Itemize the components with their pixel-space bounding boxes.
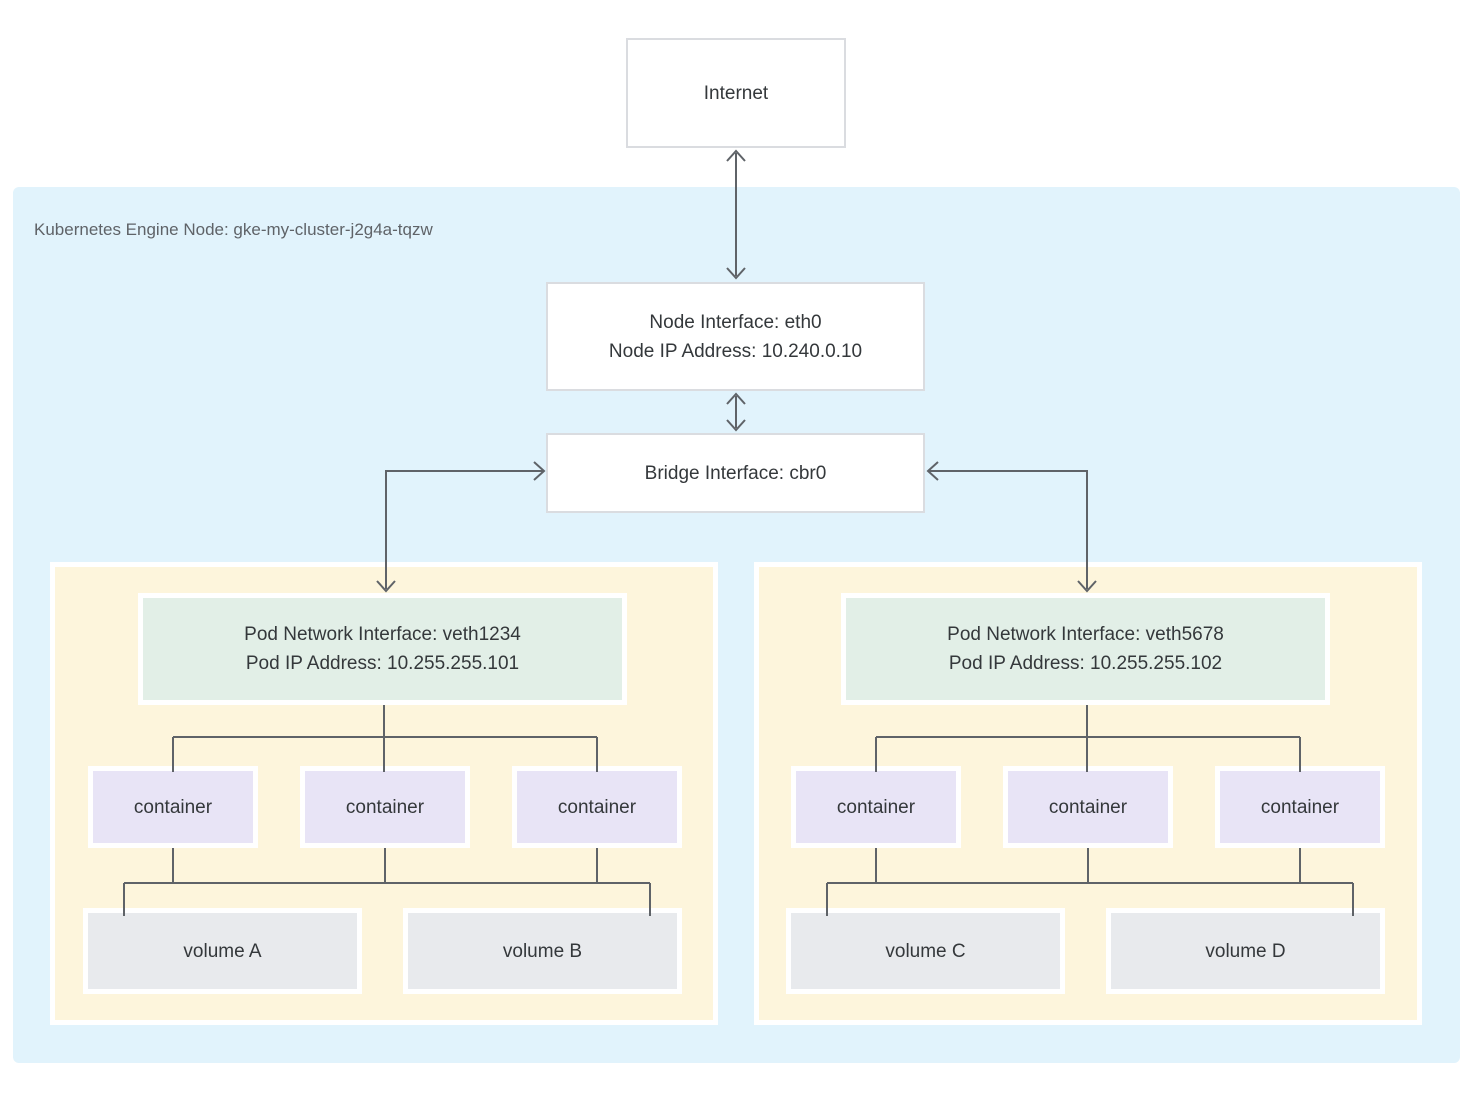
arrowhead-up-icon bbox=[726, 149, 746, 162]
pod-1-container-3-label: container bbox=[557, 796, 637, 818]
pod-1-interface-line1: Pod Network Interface: veth1234 bbox=[244, 624, 521, 645]
pod-1-container-1-box: container bbox=[88, 766, 258, 848]
pod-1-volume-a-label: volume A bbox=[183, 940, 262, 962]
pod-2-container-3-label: container bbox=[1260, 796, 1340, 818]
bridge-interface-box: Bridge Interface: cbr0 bbox=[546, 433, 925, 513]
pod-1-interface-box: Pod Network Interface: veth1234 Pod IP A… bbox=[138, 593, 627, 705]
pod-1-container-3-box: container bbox=[512, 766, 682, 848]
pod-2-container-1-label: container bbox=[836, 796, 916, 818]
pod-1-volume-a-box: volume A bbox=[83, 908, 362, 994]
node-interface-box: Node Interface: eth0 Node IP Address: 10… bbox=[546, 282, 925, 391]
pod-2-container-2-label: container bbox=[1048, 796, 1128, 818]
pod-2-volume-c-label: volume C bbox=[885, 940, 966, 962]
internet-box: Internet bbox=[626, 38, 846, 148]
pod-2-interface-box: Pod Network Interface: veth5678 Pod IP A… bbox=[841, 593, 1330, 705]
node-interface-line1: Node Interface: eth0 bbox=[649, 311, 822, 333]
kubernetes-node-label: Kubernetes Engine Node: gke-my-cluster-j… bbox=[34, 220, 433, 239]
pod-1-container-2-label: container bbox=[345, 796, 425, 818]
pod-2-volume-d-label: volume D bbox=[1205, 940, 1286, 962]
node-interface-line2: Node IP Address: 10.240.0.10 bbox=[608, 340, 863, 362]
pod-1-volume-b-box: volume B bbox=[403, 908, 682, 994]
pod-1-container-2-box: container bbox=[300, 766, 470, 848]
pod-2-volume-d-box: volume D bbox=[1106, 908, 1385, 994]
internet-label: Internet bbox=[703, 82, 769, 104]
pod-1-container-1-label: container bbox=[133, 796, 213, 818]
bridge-interface-label: Bridge Interface: cbr0 bbox=[644, 462, 827, 484]
pod-2-container-3-box: container bbox=[1215, 766, 1385, 848]
pod-2-volume-c-box: volume C bbox=[786, 908, 1065, 994]
pod-2-interface-line2: Pod IP Address: 10.255.255.102 bbox=[948, 653, 1223, 674]
pod-1-volume-b-label: volume B bbox=[502, 940, 583, 962]
pod-2-container-2-box: container bbox=[1003, 766, 1173, 848]
pod-2-container-1-box: container bbox=[791, 766, 961, 848]
pod-2-interface-line1: Pod Network Interface: veth5678 bbox=[947, 624, 1224, 645]
pod-1-interface-line2: Pod IP Address: 10.255.255.101 bbox=[245, 653, 520, 674]
